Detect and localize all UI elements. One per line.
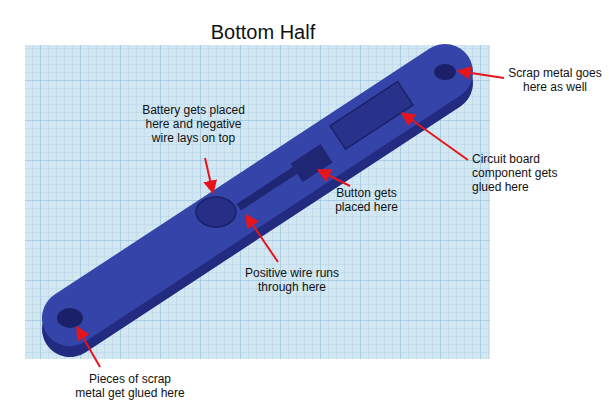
leader-arrow <box>458 71 504 78</box>
wire-channel <box>237 167 298 211</box>
hole <box>57 308 83 328</box>
callout-label: Positive wire runs through here <box>237 266 347 294</box>
part-top <box>42 44 473 346</box>
battery-cavity <box>196 197 236 227</box>
board-cavity <box>330 82 413 150</box>
hole <box>434 64 456 80</box>
leader-lines <box>77 71 504 367</box>
button-cavity <box>291 144 333 182</box>
leader-arrow <box>246 215 278 262</box>
leader-arrow <box>77 327 100 367</box>
leader-arrow <box>205 158 213 193</box>
leader-arrow <box>402 113 468 160</box>
callout-label: Scrap metal goes here as well <box>505 66 605 94</box>
title: Bottom Half <box>163 20 363 44</box>
callout-label: Circuit board component gets glued here <box>472 152 566 194</box>
part-body <box>42 44 473 357</box>
callout-label: Battery gets placed here and negative wi… <box>136 103 251 145</box>
leader-arrow <box>318 170 350 186</box>
callout-label: Button gets placed here <box>329 186 404 214</box>
callout-label: Pieces of scrap metal get glued here <box>74 372 186 400</box>
